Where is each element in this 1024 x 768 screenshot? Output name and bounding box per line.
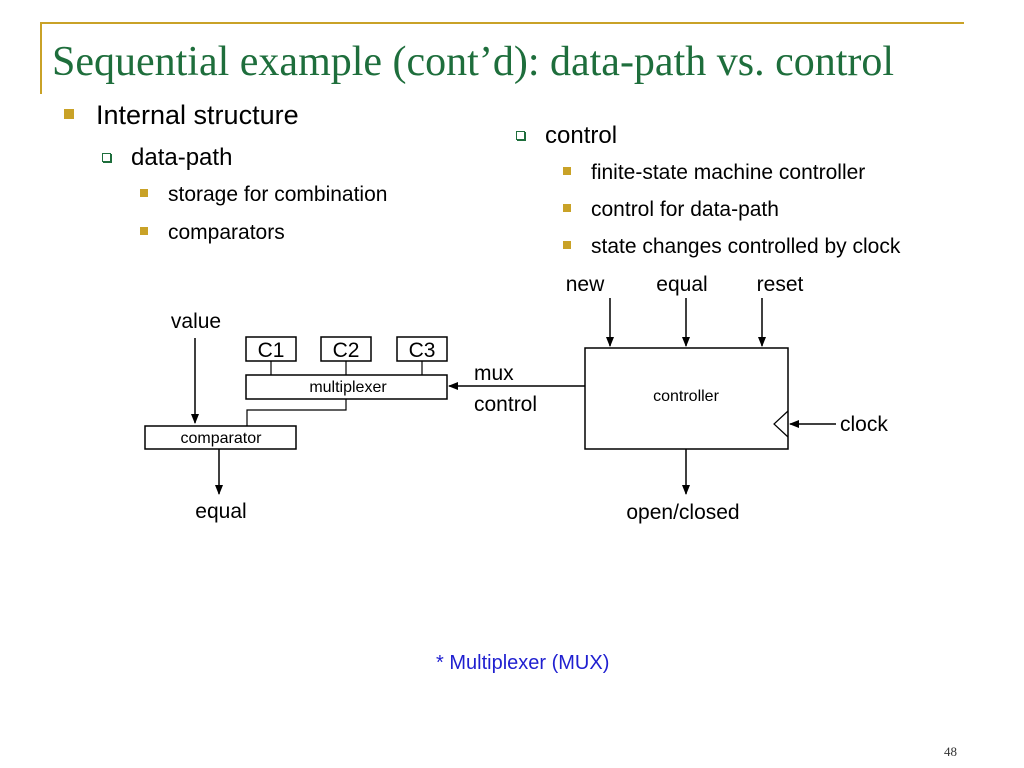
input-new-label: new (566, 273, 605, 296)
controller-label: controller (653, 388, 719, 405)
wire-mux-comparator (246, 399, 347, 427)
square-bullet-icon (64, 108, 74, 119)
clock-triangle-icon (773, 410, 789, 438)
register-c2-label: C2 (333, 339, 360, 362)
bullet-internal-structure: Internal structure (64, 100, 299, 131)
page-number: 48 (944, 744, 957, 759)
controller-box (584, 347, 789, 450)
mux-control-label-line1: mux (474, 362, 514, 385)
comparator-label: comparator (181, 430, 263, 447)
input-reset-label: reset (757, 273, 804, 296)
square-bullet-icon (563, 204, 571, 213)
square-bullet-icon (140, 189, 148, 198)
clock-label: clock (840, 413, 888, 436)
register-c3-label: C3 (409, 339, 436, 362)
bullet-text: state changes controlled by clock (591, 235, 901, 258)
bullet-clock-state: state changes controlled by clock (563, 235, 900, 259)
bullet-text: Internal structure (96, 100, 299, 130)
slide-title: Sequential example (cont’d): data-path v… (52, 39, 895, 85)
multiplexer-label: multiplexer (309, 379, 387, 396)
register-c1-label: C1 (258, 339, 285, 362)
title-frame-top (40, 22, 964, 24)
square-bullet-icon (563, 167, 571, 176)
bullet-text: control for data-path (591, 198, 779, 221)
footnote: * Multiplexer (MUX) (436, 652, 610, 674)
register-c1 (245, 336, 297, 362)
bullet-control-datapath: control for data-path (563, 198, 779, 222)
bullet-storage: storage for combination (140, 183, 387, 207)
bullet-text: finite-state machine controller (591, 161, 866, 184)
hollow-square-bullet-icon (102, 153, 111, 162)
equal-output-label: equal (195, 500, 246, 523)
title-frame-left (40, 22, 42, 94)
comparator-box (144, 425, 297, 450)
mux-control-label-line2: control (474, 393, 537, 416)
bullet-comparators: comparators (140, 221, 285, 245)
hollow-square-bullet-icon (516, 131, 525, 140)
bullet-text: control (545, 122, 618, 149)
bullet-data-path: data-path (102, 144, 232, 172)
bullet-fsm: finite-state machine controller (563, 161, 865, 185)
bullet-text: comparators (168, 221, 285, 244)
input-equal-label: equal (656, 273, 707, 296)
value-label: value (171, 310, 221, 333)
square-bullet-icon (140, 227, 148, 236)
bullet-text: storage for combination (168, 183, 388, 206)
multiplexer-box (245, 374, 448, 400)
square-bullet-icon (563, 241, 571, 250)
bullet-control: control (516, 122, 617, 150)
bullet-text: data-path (131, 144, 233, 171)
output-label: open/closed (626, 501, 739, 524)
